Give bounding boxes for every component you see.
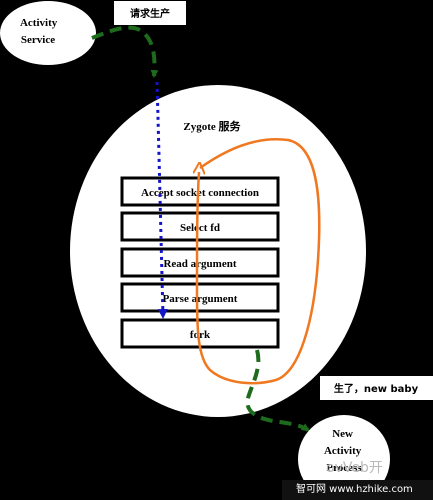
step-box [120,176,280,207]
loop-arrow [197,138,321,385]
step-label: Select fd [180,222,220,234]
step-box [120,247,280,278]
new-activity-process-node [298,415,390,500]
new-activity-process-label: New Activity Process [324,428,364,474]
step-label: Accept socket connection [141,187,259,199]
request-label: 请求生产 [130,7,170,20]
dispatch-arrow [155,81,168,319]
step-label: fork [190,329,211,341]
step-label: Parse argument [163,293,238,305]
watermark-bar: 智可网 www.hzhike.com [282,480,433,500]
step-label: Read argument [163,258,236,270]
activity-service-label: Activity Service [20,17,60,46]
step-box [120,211,280,242]
born-label-box [320,376,433,400]
activity-service-node [0,1,96,65]
spawn-arrow [245,349,310,432]
born-label: 生了，new baby [334,382,419,395]
steps-list: Accept socket connection Select fd Read … [120,176,280,349]
watermark-overlay: ovVeb开 [326,460,383,476]
step-box [120,282,280,313]
request-arrow [91,25,159,78]
request-label-box [114,1,186,25]
zygote-title: Zygote 服务 [183,119,241,133]
